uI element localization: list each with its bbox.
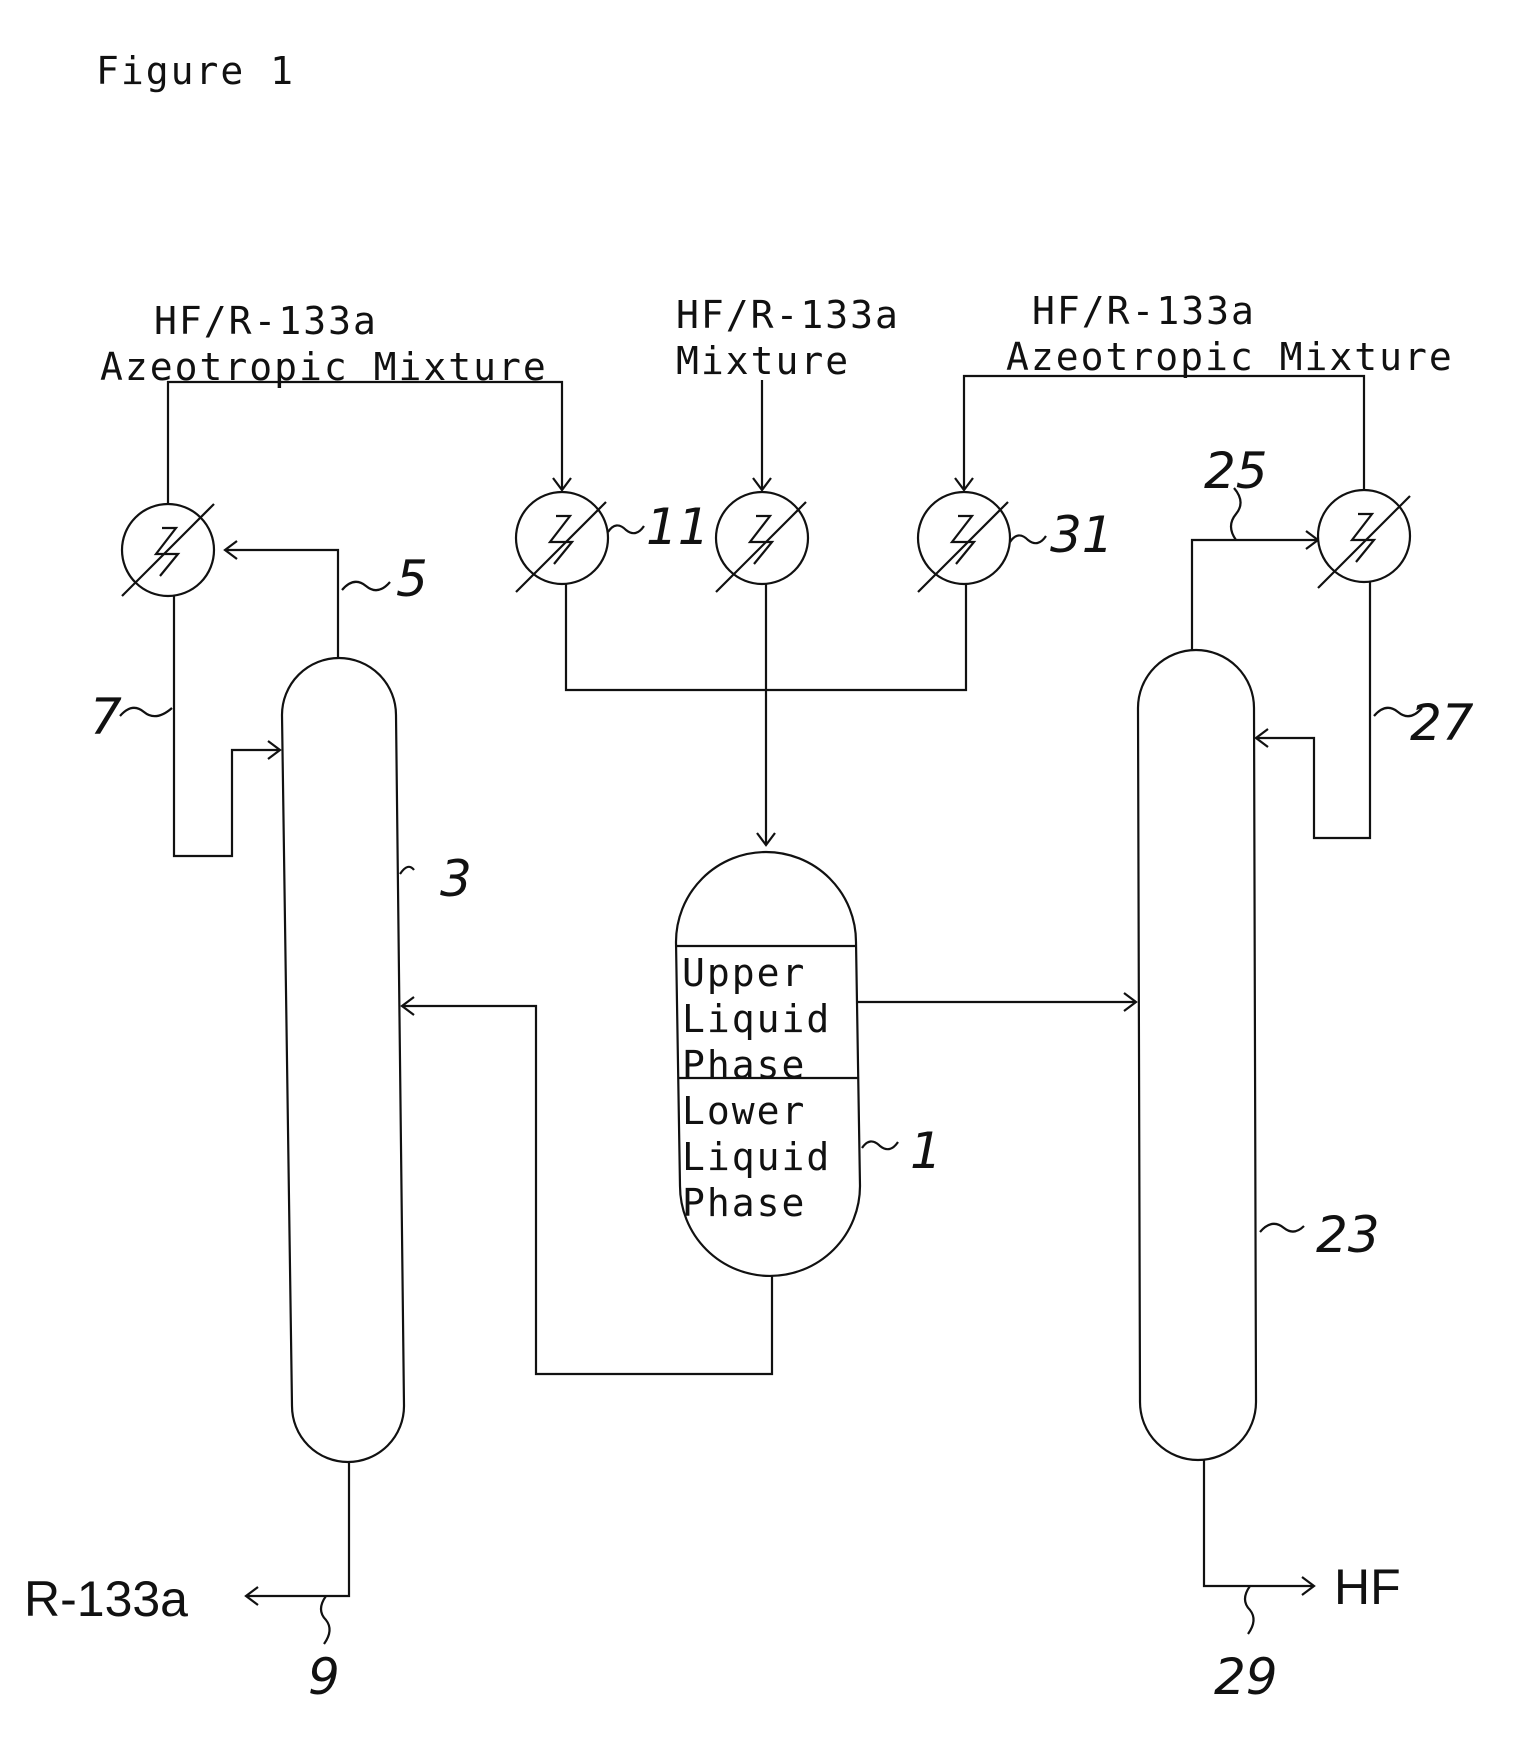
ref-7: 7 bbox=[90, 688, 122, 746]
ref-31: 31 bbox=[1050, 506, 1114, 564]
ref-3: 3 bbox=[440, 850, 472, 908]
leader-9 bbox=[321, 1596, 330, 1644]
feed-label-center-1: HF/R-133a bbox=[676, 293, 900, 337]
ref-9: 9 bbox=[308, 1648, 340, 1706]
ref-5: 5 bbox=[396, 550, 428, 608]
bottoms-line-29 bbox=[1204, 1460, 1314, 1586]
ref-27: 27 bbox=[1410, 694, 1474, 752]
upper-phase-line2: Liquid bbox=[682, 997, 831, 1041]
feed-label-center-2: Mixture bbox=[676, 339, 850, 383]
lower-phase-line3: Phase bbox=[682, 1181, 806, 1225]
bottoms-line-9 bbox=[246, 1463, 349, 1596]
leader-7 bbox=[120, 708, 172, 716]
overhead-line-5 bbox=[225, 550, 338, 658]
lower-phase-line1: Lower bbox=[682, 1089, 806, 1133]
leader-1 bbox=[862, 1141, 898, 1149]
ref-29: 29 bbox=[1214, 1648, 1278, 1706]
leader-11 bbox=[608, 525, 644, 533]
lower-phase-line2: Liquid bbox=[682, 1135, 831, 1179]
ref-23: 23 bbox=[1316, 1206, 1380, 1264]
ref-25: 25 bbox=[1204, 442, 1268, 500]
product-r133a: R-133a bbox=[24, 1571, 188, 1627]
feed-label-right-1: HF/R-133a bbox=[1032, 289, 1256, 333]
reflux-line-7 bbox=[174, 596, 280, 856]
leader-23 bbox=[1260, 1224, 1304, 1232]
leader-29 bbox=[1245, 1586, 1254, 1634]
reflux-line-27 bbox=[1256, 582, 1370, 838]
heat-exchanger-31 bbox=[918, 492, 1010, 592]
distillation-column-3 bbox=[282, 658, 404, 1462]
figure-title: Figure 1 bbox=[96, 49, 295, 93]
heat-exchanger-feed bbox=[716, 492, 808, 592]
upper-phase-line3: Phase bbox=[682, 1043, 806, 1087]
condenser-left bbox=[122, 504, 214, 596]
leader-3 bbox=[400, 867, 414, 874]
product-hf: HF bbox=[1334, 1559, 1401, 1615]
overhead-line-25 bbox=[1192, 540, 1318, 650]
ref-1: 1 bbox=[910, 1122, 942, 1180]
azeotrope-return-left bbox=[168, 382, 562, 504]
ref-11: 11 bbox=[646, 498, 710, 556]
distillation-column-23 bbox=[1138, 650, 1256, 1460]
leader-5 bbox=[342, 582, 390, 590]
upper-phase-line1: Upper bbox=[682, 951, 806, 995]
feed-label-left-1: HF/R-133a bbox=[154, 299, 378, 343]
azeotrope-return-right bbox=[964, 376, 1364, 490]
feed-label-right-2: Azeotropic Mixture bbox=[1006, 335, 1454, 379]
condenser-right bbox=[1318, 490, 1410, 588]
leader-31 bbox=[1010, 535, 1046, 543]
heat-exchanger-11 bbox=[516, 492, 608, 592]
